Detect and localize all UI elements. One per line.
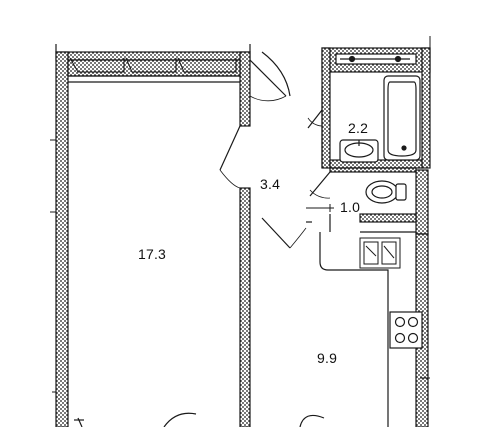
room-area-toilet: 1.0 — [340, 199, 361, 215]
toilet-icon — [365, 180, 407, 204]
room-area-bathroom: 2.2 — [348, 120, 369, 136]
living-top-wall — [55, 51, 251, 61]
bathtub-icon — [383, 75, 421, 161]
living-door — [219, 125, 241, 189]
room-area-hall: 3.4 — [260, 176, 281, 192]
window-sill — [67, 59, 241, 77]
living-right-wall-upper — [239, 51, 251, 127]
toilet-room — [329, 167, 429, 235]
living-left-wall — [55, 51, 69, 427]
stove-icon — [389, 311, 423, 349]
bathroom — [321, 47, 431, 169]
bathroom-door — [307, 88, 323, 168]
room-area-kitchen: 9.9 — [317, 350, 338, 366]
bottom-doors — [74, 412, 325, 427]
kitchen-door — [261, 217, 312, 249]
entrance-door — [249, 51, 291, 102]
washbasin-icon — [339, 139, 379, 163]
toilet-top-wall — [329, 167, 417, 173]
room-area-living: 17.3 — [138, 246, 167, 262]
living-room-walls — [55, 44, 251, 427]
living-window — [69, 57, 237, 73]
toilet-door — [309, 171, 331, 199]
living-right-wall-lower — [239, 187, 251, 427]
kitchen-sink-icon — [359, 237, 401, 269]
toilet-bottom-wall — [359, 213, 417, 223]
bathroom-right-wall — [421, 47, 431, 169]
toilet-right-wall — [415, 169, 429, 235]
bathroom-left-wall — [321, 47, 331, 169]
